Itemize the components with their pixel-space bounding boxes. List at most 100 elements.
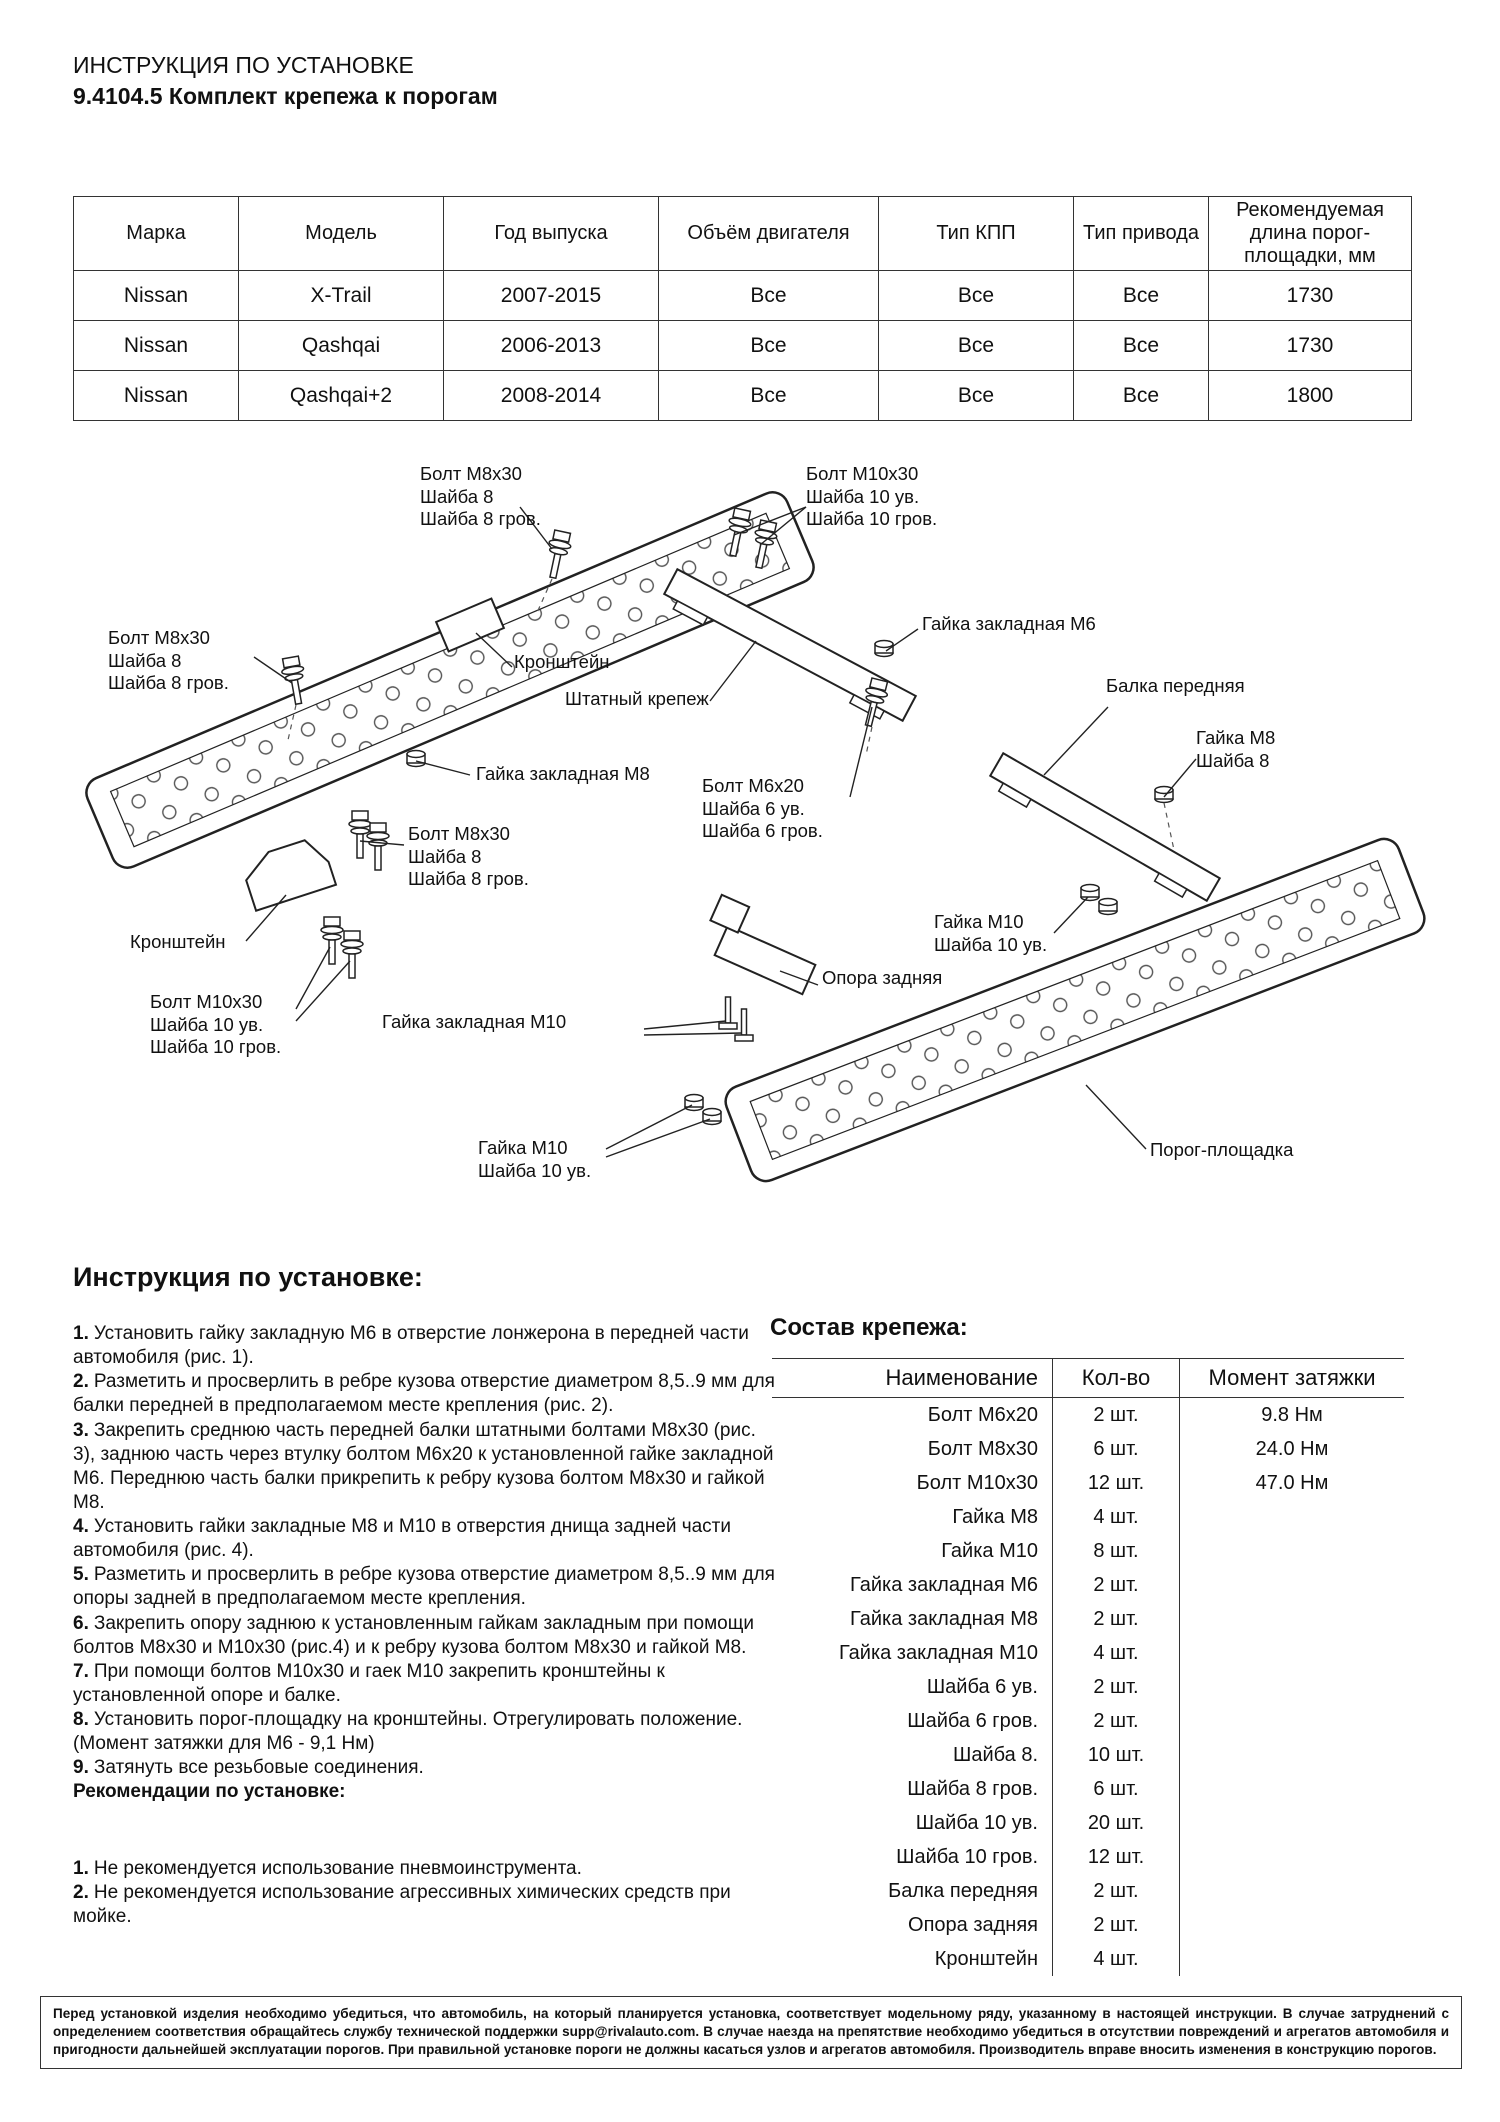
page-title: ИНСТРУКЦИЯ ПО УСТАНОВКЕ xyxy=(73,52,414,78)
part-qty: 12 шт. xyxy=(1052,1466,1180,1500)
recommendation-item: 1.Не рекомендуется использование пневмои… xyxy=(73,1857,775,1881)
parts-row: Шайба 10 гров.12 шт. xyxy=(772,1840,1404,1874)
vehicle-col-header: Объём двигателя xyxy=(658,196,879,271)
step-number: 3. xyxy=(73,1419,89,1441)
diagram-label-rear-support: Опора задняя xyxy=(822,967,943,988)
step-number: 8. xyxy=(73,1709,89,1730)
part-torque xyxy=(1179,1568,1404,1602)
table-cell: 1800 xyxy=(1208,370,1412,421)
diagram-label-nut-m10-beam: Гайка М10 Шайба 10 ув. xyxy=(934,911,1048,955)
step-text: Закрепить среднюю часть передней балки ш… xyxy=(73,1419,774,1513)
diagram-label-nut-embedded-m10: Гайка закладная М10 xyxy=(382,1011,567,1032)
vehicle-col-header: Тип привода xyxy=(1073,196,1209,271)
running-board-right-shape xyxy=(724,837,1426,1183)
parts-row: Шайба 6 гров.2 шт. xyxy=(772,1704,1404,1738)
exploded-view-diagram: Болт М8х30 Шайба 8 Шайба 8 гров. Болт М1… xyxy=(0,445,1500,1265)
part-name: Гайка М8 xyxy=(952,1505,1038,1528)
part-qty: 2 шт. xyxy=(1052,1397,1180,1432)
projection-lines xyxy=(287,578,1175,851)
part-name: Гайка М10 xyxy=(941,1539,1038,1562)
vehicle-col-header: Год выпуска xyxy=(443,196,659,271)
table-cell: Все xyxy=(1073,270,1209,321)
parts-row: Кронштейн 4 шт. xyxy=(772,1942,1404,1976)
diagram-label-bolt-m6x20: Болт М6х20 Шайба 6 ув. Шайба 6 гров. xyxy=(702,775,823,842)
part-name: Балка передняя xyxy=(888,1879,1038,1902)
part-name: Шайба 6 ув. xyxy=(926,1675,1038,1698)
step-number: 5. xyxy=(73,1564,89,1586)
document-number-title: 9.4104.5 Комплект крепежа к порогам xyxy=(73,83,498,109)
part-name: Шайба 10 ув. xyxy=(915,1811,1038,1834)
diagram-label-bolt-m10x30-left: Болт М10х30 Шайба 10 ув. Шайба 10 гров. xyxy=(150,991,282,1058)
vehicle-row: Nissan Qashqai 2006-2013 Все Все Все 173… xyxy=(73,320,1412,371)
part-name: Кронштейн xyxy=(934,1947,1038,1970)
table-cell: Все xyxy=(658,320,879,371)
table-cell: Все xyxy=(878,370,1074,421)
table-cell: Все xyxy=(878,320,1074,371)
part-torque xyxy=(1179,1534,1404,1568)
part-torque xyxy=(1179,1840,1404,1874)
leader-lines xyxy=(245,506,1197,1158)
parts-row: Гайка закладная М6 2 шт. xyxy=(772,1568,1404,1602)
vehicle-col-header: Рекомендуемая длина порог-площадки, мм xyxy=(1208,196,1412,271)
part-qty: 2 шт. xyxy=(1052,1568,1180,1602)
instruction-step: 1.Установить гайку закладную М6 в отверс… xyxy=(73,1322,775,1370)
step-number: 7. xyxy=(73,1660,89,1682)
part-torque xyxy=(1179,1908,1404,1942)
diagram-label-nut-m10-bottom: Гайка М10 Шайба 10 ув. xyxy=(478,1137,592,1181)
table-cell: 2008-2014 xyxy=(443,370,659,421)
instruction-step: 5.Разметить и просверлить в ребре кузова… xyxy=(73,1563,775,1611)
instruction-step: 4.Установить гайки закладные М8 и М10 в … xyxy=(73,1515,775,1563)
step-number: 4. xyxy=(73,1516,89,1537)
part-qty: 10 шт. xyxy=(1052,1738,1180,1772)
instruction-step: 9.Затянуть все резьбовые соединения. xyxy=(73,1756,775,1780)
vehicle-row: Nissan Qashqai+2 2008-2014 Все Все Все 1… xyxy=(73,370,1412,421)
table-cell: Все xyxy=(1073,320,1209,371)
part-torque xyxy=(1179,1602,1404,1636)
part-name: Болт М8х30 xyxy=(927,1437,1038,1460)
step-text: Закрепить опору заднюю к установленным г… xyxy=(73,1612,754,1658)
part-qty: 2 шт. xyxy=(1052,1602,1180,1636)
part-torque xyxy=(1179,1704,1404,1738)
instruction-step: 3.Закрепить среднюю часть передней балки… xyxy=(73,1419,775,1516)
table-cell: Все xyxy=(658,370,879,421)
part-qty: 2 шт. xyxy=(1052,1670,1180,1704)
step-number: 1. xyxy=(73,1857,89,1879)
table-cell: 1730 xyxy=(1208,270,1412,321)
step-text: Установить порог-площадку на кронштейны.… xyxy=(73,1709,743,1755)
part-name: Гайка закладная М10 xyxy=(838,1641,1038,1664)
part-name: Болт М10х30 xyxy=(916,1471,1038,1494)
part-torque: 24.0 Нм xyxy=(1179,1432,1404,1466)
part-torque xyxy=(1179,1636,1404,1670)
instruction-step: 2.Разметить и просверлить в ребре кузова… xyxy=(73,1370,775,1418)
table-cell: 2007-2015 xyxy=(443,270,659,321)
part-name: Гайка закладная М6 xyxy=(850,1573,1038,1596)
bracket-upper-shape xyxy=(434,597,506,653)
bracket-left-shape xyxy=(245,839,338,912)
table-cell: 1730 xyxy=(1208,320,1412,371)
part-qty: 4 шт. xyxy=(1052,1942,1180,1976)
parts-table-header-row: Наименование Кол-во Момент затяжки xyxy=(772,1358,1404,1398)
diagram-label-bolt-m8x30-mid: Болт М8х30 Шайба 8 Шайба 8 гров. xyxy=(408,823,529,890)
footer-disclaimer: Перед установкой изделия необходимо убед… xyxy=(40,1996,1462,2069)
front-beam-lower-shape xyxy=(988,751,1222,903)
diagram-label-nut-embedded-m6: Гайка закладная М6 xyxy=(922,613,1096,634)
part-name: Болт М6х20 xyxy=(927,1403,1038,1426)
part-torque xyxy=(1179,1772,1404,1806)
diagram-label-bolt-m10x30-top: Болт М10х30 Шайба 10 ув. Шайба 10 гров. xyxy=(806,463,938,530)
diagram-artwork xyxy=(85,491,1426,1183)
table-cell: Все xyxy=(1073,370,1209,421)
instructions-heading: Инструкция по установке: xyxy=(73,1262,423,1292)
step-number: 2. xyxy=(73,1881,89,1903)
part-qty: 6 шт. xyxy=(1052,1432,1180,1466)
part-torque xyxy=(1179,1874,1404,1908)
parts-col-name: Наименование xyxy=(772,1358,1053,1398)
parts-row: Болт М8х30 6 шт.24.0 Нм xyxy=(772,1432,1404,1466)
parts-row: Шайба 6 ув. 2 шт. xyxy=(772,1670,1404,1704)
parts-list-heading: Состав крепежа: xyxy=(770,1314,968,1341)
step-number: 2. xyxy=(73,1371,89,1393)
rear-support-shape xyxy=(709,893,817,996)
step-number: 9. xyxy=(73,1757,89,1779)
